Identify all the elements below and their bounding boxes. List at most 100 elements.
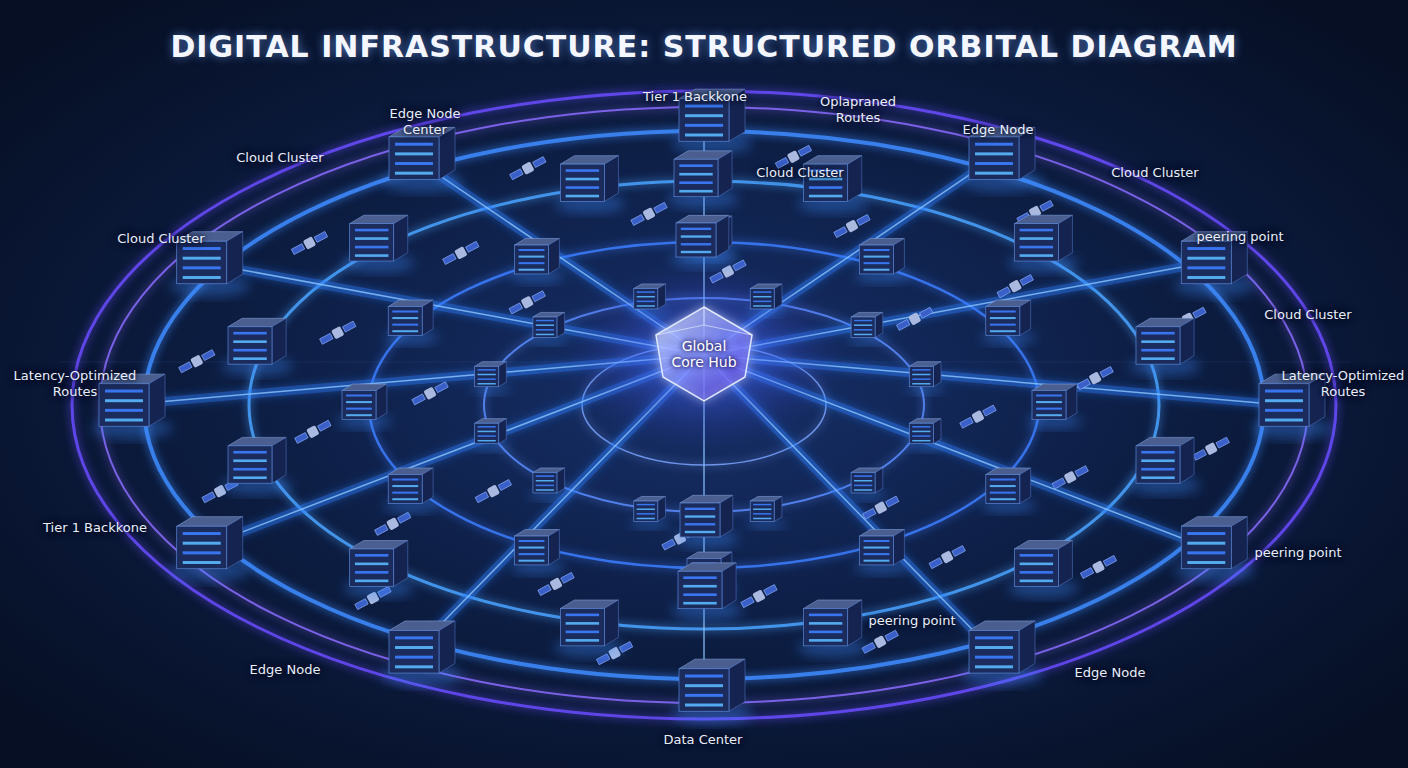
server-front bbox=[851, 317, 875, 337]
server-rack bbox=[92, 374, 172, 439]
server-lights bbox=[912, 378, 930, 380]
satellite-body bbox=[1204, 442, 1218, 456]
satellite-body bbox=[386, 517, 400, 531]
satellite-body bbox=[721, 265, 735, 279]
title-underline bbox=[330, 69, 1080, 71]
server-rack bbox=[1008, 540, 1078, 598]
server-lights bbox=[753, 296, 771, 298]
server-side bbox=[720, 495, 733, 537]
server-side bbox=[894, 530, 905, 565]
satellite-panel bbox=[1100, 367, 1113, 378]
server-rack bbox=[1130, 437, 1200, 495]
server-lights bbox=[566, 622, 599, 625]
server-lights bbox=[392, 478, 418, 480]
server-side bbox=[875, 468, 883, 493]
server-side bbox=[499, 419, 507, 444]
hub-node: Global Core Hub bbox=[652, 307, 756, 401]
server-lights bbox=[395, 646, 433, 649]
satellite-panel bbox=[561, 572, 574, 583]
server-lights bbox=[392, 492, 418, 494]
satellite-body bbox=[306, 425, 320, 439]
server-lights bbox=[975, 656, 1013, 659]
satellite-panel bbox=[960, 417, 973, 428]
satellite-symbol bbox=[1076, 365, 1114, 392]
satellite-panel bbox=[863, 508, 876, 519]
server-lights bbox=[685, 704, 723, 707]
server-lights bbox=[975, 665, 1013, 668]
server-lights bbox=[395, 152, 433, 155]
server-lights bbox=[912, 440, 930, 442]
server-lights bbox=[395, 162, 433, 165]
server-lights bbox=[233, 357, 266, 360]
server-lights bbox=[1187, 266, 1225, 269]
server-front bbox=[969, 631, 1019, 674]
server-side bbox=[722, 563, 736, 609]
satellite-symbol bbox=[508, 289, 546, 316]
server-lights bbox=[685, 124, 723, 127]
orbit-rings bbox=[72, 91, 1336, 719]
server-lights bbox=[478, 383, 496, 385]
server-side bbox=[1020, 300, 1031, 335]
server-lights bbox=[637, 518, 655, 520]
satellite-body bbox=[752, 589, 766, 603]
server-lights bbox=[183, 266, 221, 269]
server-lights bbox=[975, 162, 1013, 165]
server-front bbox=[560, 164, 604, 201]
server-front bbox=[560, 608, 604, 645]
server-lights bbox=[105, 419, 143, 422]
server-lights bbox=[183, 257, 221, 260]
satellite-symbol bbox=[290, 230, 328, 257]
satellite-panel bbox=[498, 480, 511, 491]
server-side bbox=[549, 530, 560, 565]
server-lights bbox=[753, 508, 771, 510]
satellite-panel bbox=[320, 333, 333, 344]
satellite-symbol bbox=[928, 544, 966, 571]
server-lights bbox=[395, 172, 433, 175]
server-lights bbox=[478, 374, 496, 376]
orbit-ring bbox=[72, 91, 1336, 719]
server-front bbox=[634, 501, 658, 521]
server-rack bbox=[510, 239, 564, 284]
server-lights bbox=[1141, 459, 1174, 462]
server-lights bbox=[1265, 399, 1303, 402]
server-rack bbox=[530, 312, 568, 344]
satellite-symbol bbox=[740, 583, 778, 610]
satellite-panel bbox=[1216, 437, 1229, 448]
server-lights bbox=[637, 305, 655, 307]
satellite-symbol bbox=[509, 155, 547, 182]
server-side bbox=[658, 284, 666, 309]
server-lights bbox=[183, 561, 221, 564]
orbit-ring bbox=[369, 242, 1039, 568]
server-side bbox=[1020, 468, 1031, 503]
satellite-panel bbox=[1193, 307, 1206, 318]
satellite-panel bbox=[1020, 275, 1033, 286]
callout-label: Data Center bbox=[664, 732, 743, 748]
satellite-symbol bbox=[474, 478, 512, 505]
server-rack bbox=[1027, 384, 1081, 429]
satellite-body bbox=[331, 326, 345, 340]
satellite-panel bbox=[1103, 555, 1116, 566]
satellite-body bbox=[303, 236, 317, 250]
server-lights bbox=[679, 181, 712, 184]
satellite-panel bbox=[532, 291, 545, 302]
server-lights bbox=[990, 310, 1016, 312]
server-lights bbox=[679, 164, 712, 167]
callout-label: Edge Node Center bbox=[384, 106, 466, 138]
server-rack bbox=[747, 284, 785, 316]
server-front bbox=[389, 137, 439, 180]
server-rack bbox=[383, 468, 437, 513]
server-lights bbox=[1020, 229, 1053, 232]
server-lights bbox=[990, 478, 1016, 480]
server-lights bbox=[681, 251, 711, 253]
satellite-panel bbox=[631, 215, 644, 226]
server-lights bbox=[1036, 414, 1062, 416]
server-lights bbox=[1141, 332, 1174, 335]
server-side bbox=[848, 600, 862, 646]
server-lights bbox=[854, 475, 872, 477]
satellite-panel bbox=[318, 420, 331, 431]
server-front bbox=[1181, 241, 1231, 284]
server-lights bbox=[392, 485, 418, 487]
server-lights bbox=[637, 296, 655, 298]
server-side bbox=[227, 232, 243, 284]
server-lights bbox=[566, 178, 599, 181]
